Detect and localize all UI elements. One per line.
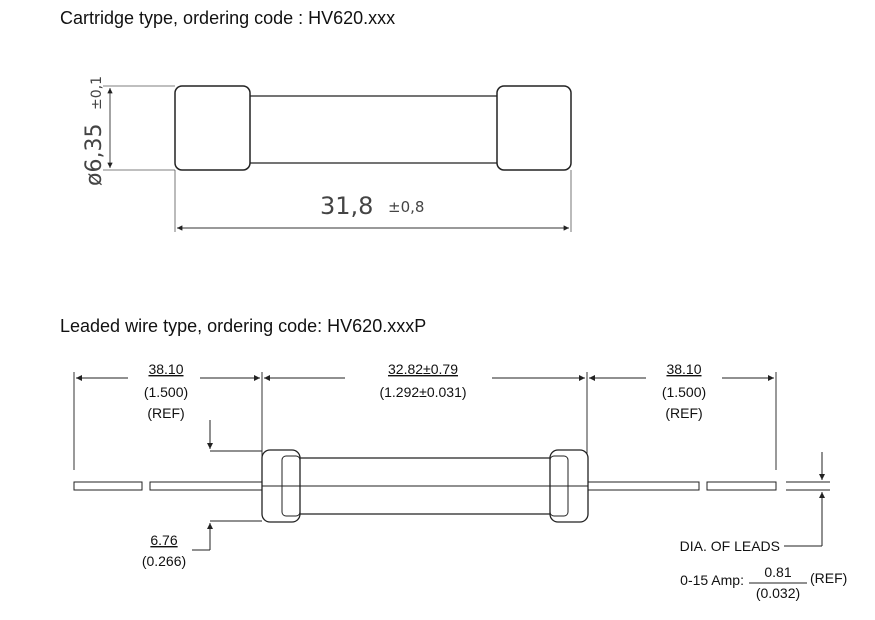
right-lead-inch: (1.500) xyxy=(662,384,706,400)
lead-dia-mm: 0.81 xyxy=(764,564,791,580)
diameter-label: ø6,35 xyxy=(82,124,107,186)
left-lead-ref: (REF) xyxy=(147,405,184,421)
right-lead-wire-b xyxy=(706,481,777,491)
body-dia-inch: (0.266) xyxy=(142,553,186,569)
body-length-mm: 32.82±0.79 xyxy=(388,361,458,377)
body-length-inch: (1.292±0.031) xyxy=(379,384,466,400)
left-lead-wire-a xyxy=(73,481,143,491)
leaded-drawing: 38.10 (1.500) (REF) 32.82±0.79 (1.292±0.… xyxy=(73,361,847,601)
lead-amp-label: 0-15 Amp: xyxy=(680,572,744,588)
cartridge-drawing: ø6,35 ±0,1 31,8 ±0,8 xyxy=(82,76,572,232)
lead-dia-inch: (0.032) xyxy=(756,585,800,601)
right-lead-ref: (REF) xyxy=(665,405,702,421)
right-lead-wire-a xyxy=(586,481,700,491)
leaded-heading: Leaded wire type, ordering code: HV620.x… xyxy=(60,316,427,336)
lead-dia-title: DIA. OF LEADS xyxy=(680,538,780,554)
cartridge-heading: Cartridge type, ordering code : HV620.xx… xyxy=(60,8,396,28)
cartridge-right-cap xyxy=(496,85,572,171)
left-lead-mm: 38.10 xyxy=(148,361,183,377)
lead-dia-ref: (REF) xyxy=(810,570,847,586)
right-lead-mm: 38.10 xyxy=(666,361,701,377)
cartridge-left-cap xyxy=(174,85,251,171)
left-lead-wire-b xyxy=(149,481,263,491)
diameter-tolerance: ±0,1 xyxy=(89,76,105,110)
length-tolerance: ±0,8 xyxy=(388,198,424,216)
body-dia-mm: 6.76 xyxy=(150,532,177,548)
length-label: 31,8 xyxy=(320,192,373,220)
left-lead-inch: (1.500) xyxy=(144,384,188,400)
